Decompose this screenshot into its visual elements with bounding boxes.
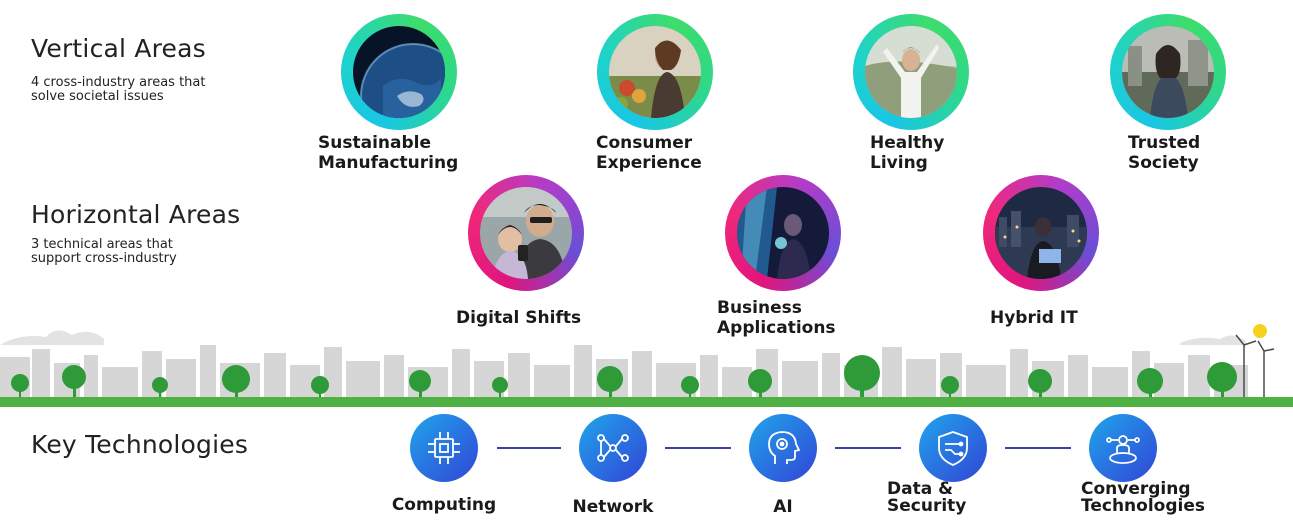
label-line: Data & [887,479,953,499]
label-line: AI [773,497,793,517]
vertical-item-label: Healthy Living [870,133,944,173]
ai-head-icon [749,414,817,482]
label-line: Digital Shifts [456,308,582,328]
horizontal-areas-title: Horizontal Areas [31,200,241,229]
label-line: Applications [717,318,836,338]
label-line: Sustainable [318,133,431,153]
horizontal-ring [468,175,584,291]
label-line: Technologies [1081,496,1205,516]
tech-label: Data & Security [887,481,987,515]
label-line: Computing [391,495,497,515]
vertical-ring [1110,14,1226,130]
vertical-item-label: Consumer Experience [596,133,702,173]
tech-label: AI [717,499,849,516]
vertical-ring [853,14,969,130]
tech-label: Network [547,499,679,516]
horizontal-subtitle-line: support cross-industry [31,251,177,266]
vertical-ring [341,14,457,130]
father-and-child-with-phone-photo [480,187,572,279]
city-skyline-illustration [0,324,1275,397]
label-line: Experience [596,153,702,173]
connector-line [1005,447,1071,449]
tech-label: Computing [378,497,510,514]
label-line: Security [887,496,967,516]
key-technologies-title: Key Technologies [31,430,249,459]
person-with-laptop-city-night-photo [995,187,1087,279]
connector-line [665,447,731,449]
vertical-areas-subtitle: 4 cross-industry areas that solve societ… [31,76,291,104]
horizontal-ring [725,175,841,291]
vertical-ring [597,14,713,130]
horizontal-ring [983,175,1099,291]
label-line: Manufacturing [318,153,459,173]
woman-stretching-outdoors-photo [865,26,957,118]
chip-icon [410,414,478,482]
network-nodes-icon [579,414,647,482]
horizontal-item-label: Digital Shifts [456,308,581,328]
horizontal-item-label: Hybrid IT [990,308,1078,328]
connector-line [835,447,901,449]
label-line: Business [717,298,802,318]
shield-circuit-icon [919,414,987,482]
label-line: Trusted [1128,133,1201,153]
horizontal-areas-subtitle: 3 technical areas that support cross-ind… [31,238,291,266]
label-line: Converging [1081,479,1191,499]
earth-from-space-photo [353,26,445,118]
connector-line [497,447,561,449]
label-line: Consumer [596,133,693,153]
label-line: Network [572,497,654,517]
horizontal-item-label: Business Applications [717,298,836,338]
vertical-subtitle-line: 4 cross-industry areas that [31,75,206,90]
label-line: Living [870,153,928,173]
ground-strip [0,397,1293,407]
label-line: Healthy [870,133,945,153]
vertical-item-label: Sustainable Manufacturing [318,133,458,173]
woman-in-city-photo [1122,26,1214,118]
person-with-light-display-photo [737,187,829,279]
label-line: Hybrid IT [990,308,1078,328]
person-network-icon [1089,414,1157,482]
vertical-item-label: Trusted Society [1128,133,1200,173]
vertical-subtitle-line: solve societal issues [31,89,164,104]
woman-shopping-produce-photo [609,26,701,118]
tech-label: Converging Technologies [1081,481,1211,515]
vertical-areas-title: Vertical Areas [31,34,206,63]
horizontal-subtitle-line: 3 technical areas that [31,237,173,252]
label-line: Society [1128,153,1199,173]
